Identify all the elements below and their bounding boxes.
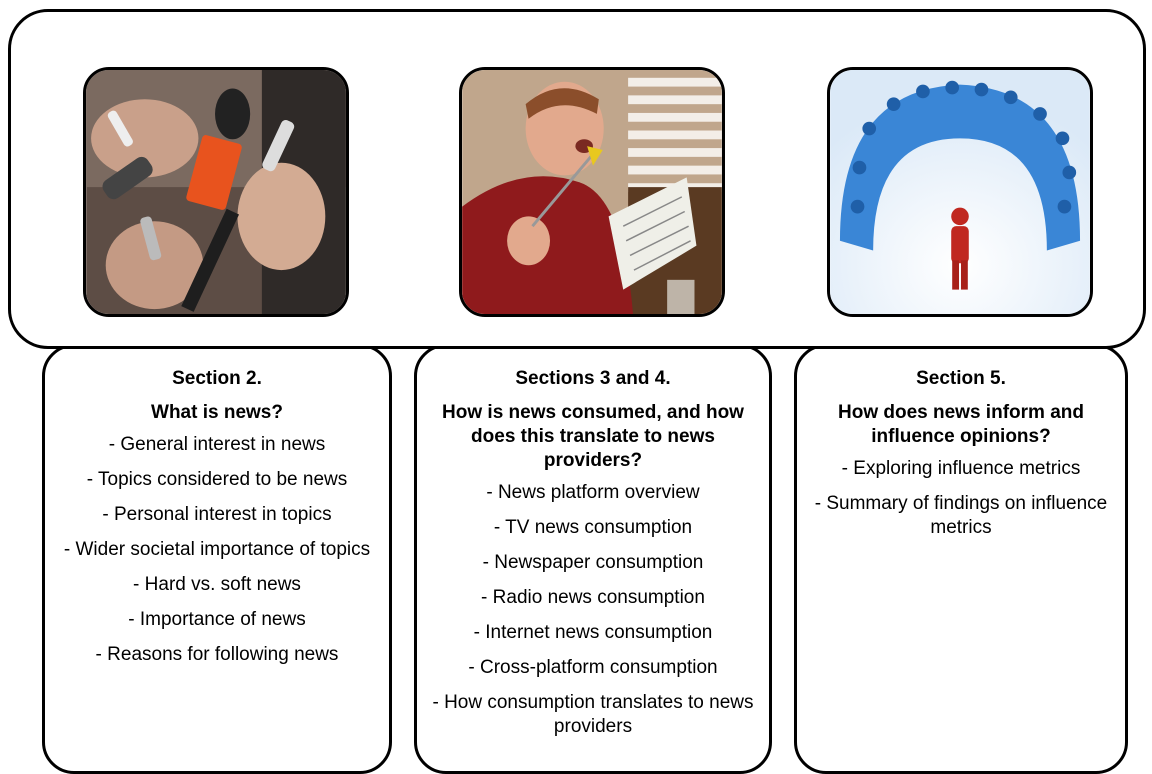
images-frame bbox=[8, 9, 1146, 349]
reporters-microphones-image bbox=[86, 70, 346, 314]
list-item: - Summary of findings on influence metri… bbox=[814, 493, 1108, 538]
sections-3-4-panel: Sections 3 and 4. How is news consumed, … bbox=[414, 344, 772, 774]
section-question: How is news consumed, and how does this … bbox=[442, 402, 744, 471]
section-2-panel: Section 2. What is news? - General inter… bbox=[42, 344, 392, 774]
crowd-leader-photo bbox=[827, 67, 1093, 317]
microphones-photo bbox=[83, 67, 349, 317]
section-question: What is news? bbox=[151, 402, 283, 423]
list-item: - Personal interest in topics bbox=[102, 504, 332, 525]
list-item: - Exploring influence metrics bbox=[841, 458, 1081, 479]
topic-list: - News platform overview - TV news consu… bbox=[417, 481, 769, 739]
list-item: - Radio news consumption bbox=[481, 587, 705, 608]
section-heading: Section 5. bbox=[916, 368, 1006, 389]
list-item: - Reasons for following news bbox=[95, 644, 339, 665]
list-item: - General interest in news bbox=[108, 434, 326, 455]
list-item: - How consumption translates to news pro… bbox=[432, 692, 754, 737]
crowd-leader-image bbox=[830, 70, 1090, 314]
list-item: - Hard vs. soft news bbox=[133, 574, 301, 595]
man-reading-newspaper-photo bbox=[459, 67, 725, 317]
list-item: - News platform overview bbox=[486, 482, 700, 503]
list-item: - Importance of news bbox=[128, 609, 306, 630]
list-item: - Topics considered to be news bbox=[86, 469, 348, 490]
section-question: How does news inform and influence opini… bbox=[838, 402, 1084, 447]
list-item: - Wider societal importance of topics bbox=[63, 539, 371, 560]
section-heading: Sections 3 and 4. bbox=[515, 368, 671, 389]
list-item: - Internet news consumption bbox=[473, 622, 713, 643]
topic-list: - General interest in news - Topics cons… bbox=[45, 433, 389, 667]
section-5-panel: Section 5. How does news inform and infl… bbox=[794, 344, 1128, 774]
section-heading: Section 2. bbox=[172, 368, 262, 389]
list-item: - Newspaper consumption bbox=[482, 552, 704, 573]
list-item: - TV news consumption bbox=[493, 517, 693, 538]
man-eating-newspaper-image bbox=[462, 70, 722, 314]
list-item: - Cross-platform consumption bbox=[468, 657, 718, 678]
topic-list: - Exploring influence metrics - Summary … bbox=[797, 457, 1125, 540]
